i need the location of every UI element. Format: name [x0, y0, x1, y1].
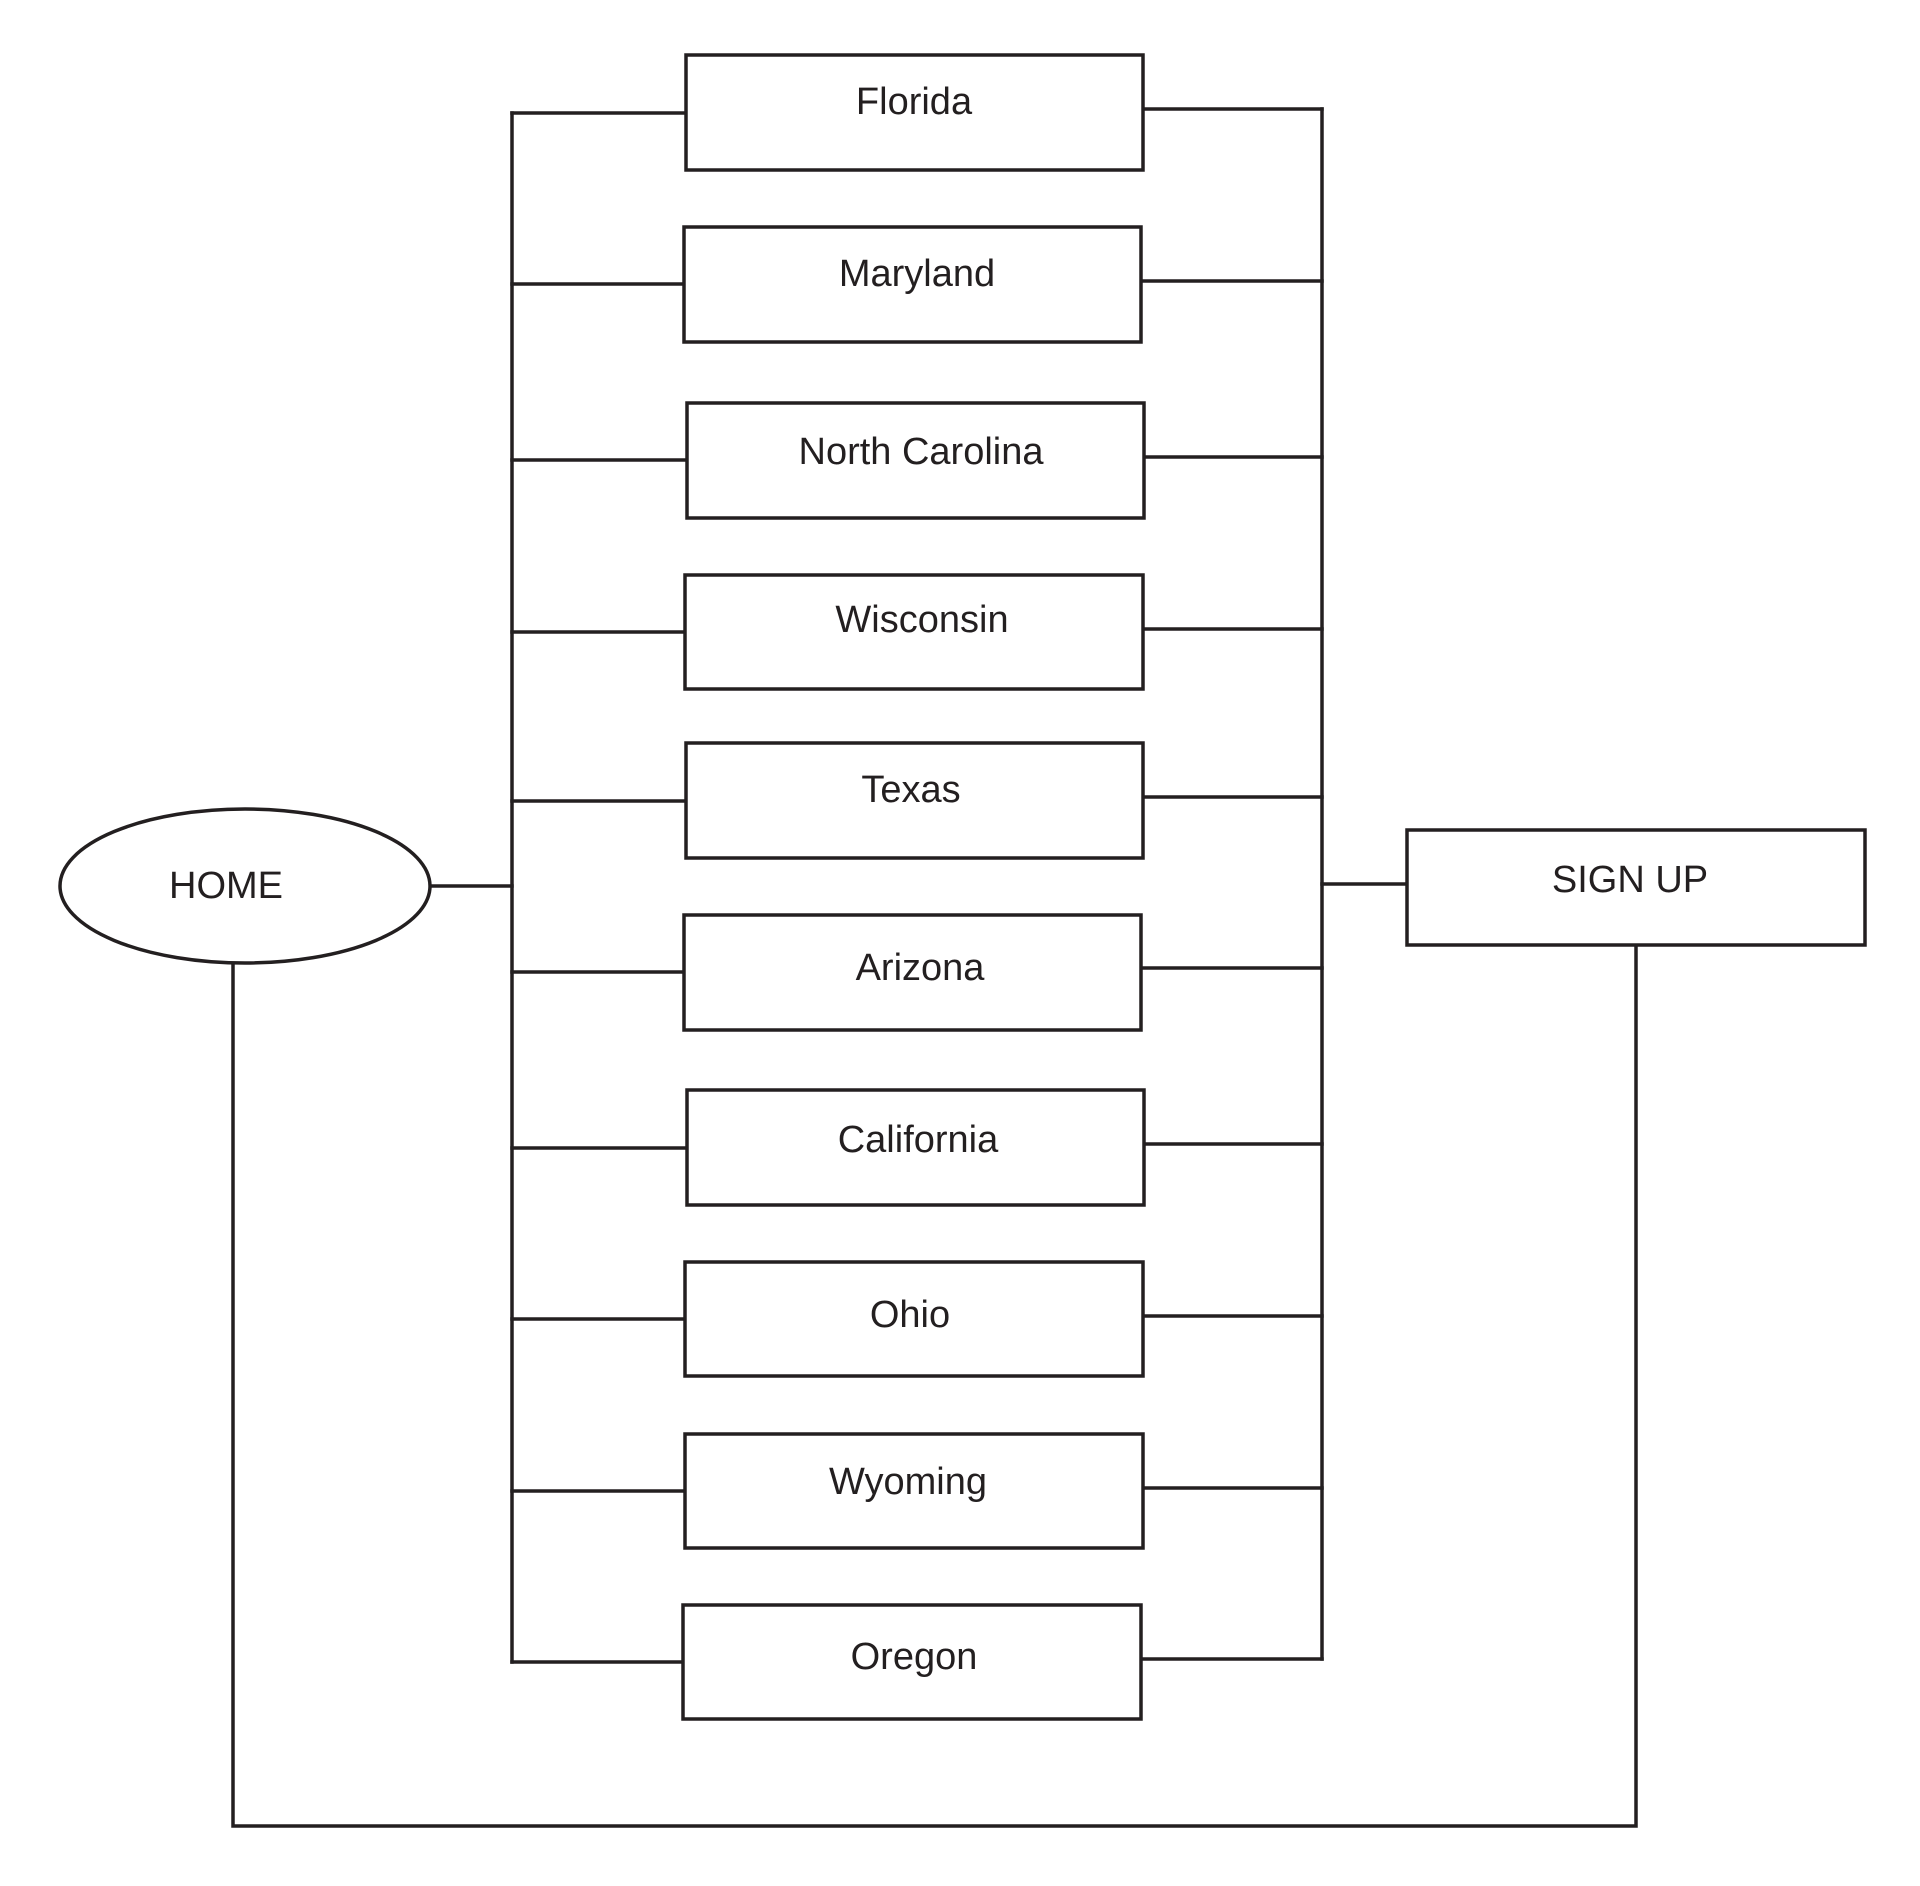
state-box	[681, 1603, 1143, 1721]
state-node-texas[interactable]: Texas	[510, 741, 1324, 860]
state-label: North Carolina	[799, 431, 1045, 473]
state-box	[685, 1088, 1146, 1207]
state-node-florida[interactable]: Florida	[510, 53, 1324, 172]
home-ellipse	[58, 807, 432, 965]
state-node-wyoming[interactable]: Wyoming	[510, 1432, 1324, 1550]
state-box	[682, 913, 1143, 1032]
state-label: Maryland	[839, 253, 995, 295]
state-node-north-carolina[interactable]: North Carolina	[510, 401, 1324, 520]
state-node-arizona[interactable]: Arizona	[510, 913, 1324, 1032]
state-box	[683, 1260, 1145, 1378]
state-box	[684, 741, 1145, 860]
state-node-maryland[interactable]: Maryland	[510, 225, 1324, 344]
state-box	[685, 401, 1146, 520]
signup-label: SIGN UP	[1552, 859, 1708, 901]
state-nodes: Florida Maryland North Carolina Wisconsi…	[510, 53, 1324, 1721]
state-label: Florida	[856, 81, 973, 123]
state-label: Texas	[861, 769, 960, 811]
signup-node[interactable]: SIGN UP	[1405, 828, 1867, 947]
state-label: Oregon	[851, 1636, 978, 1678]
state-label: Ohio	[870, 1294, 950, 1336]
connectors	[231, 107, 1638, 1828]
state-node-ohio[interactable]: Ohio	[510, 1260, 1324, 1378]
state-box	[684, 53, 1145, 172]
state-label: Wisconsin	[835, 599, 1008, 641]
state-box	[682, 225, 1143, 344]
state-label: Arizona	[856, 947, 986, 989]
home-node[interactable]: HOME	[58, 807, 432, 965]
state-label: Wyoming	[829, 1461, 987, 1503]
state-node-california[interactable]: California	[510, 1088, 1324, 1207]
state-box	[683, 573, 1145, 691]
state-node-wisconsin[interactable]: Wisconsin	[510, 573, 1324, 691]
state-label: California	[838, 1119, 999, 1161]
state-box	[683, 1432, 1145, 1550]
signup-box	[1405, 828, 1867, 947]
signup-to-home-return-line	[231, 944, 1638, 1828]
home-label: HOME	[169, 865, 283, 907]
state-node-oregon[interactable]: Oregon	[510, 1603, 1324, 1721]
